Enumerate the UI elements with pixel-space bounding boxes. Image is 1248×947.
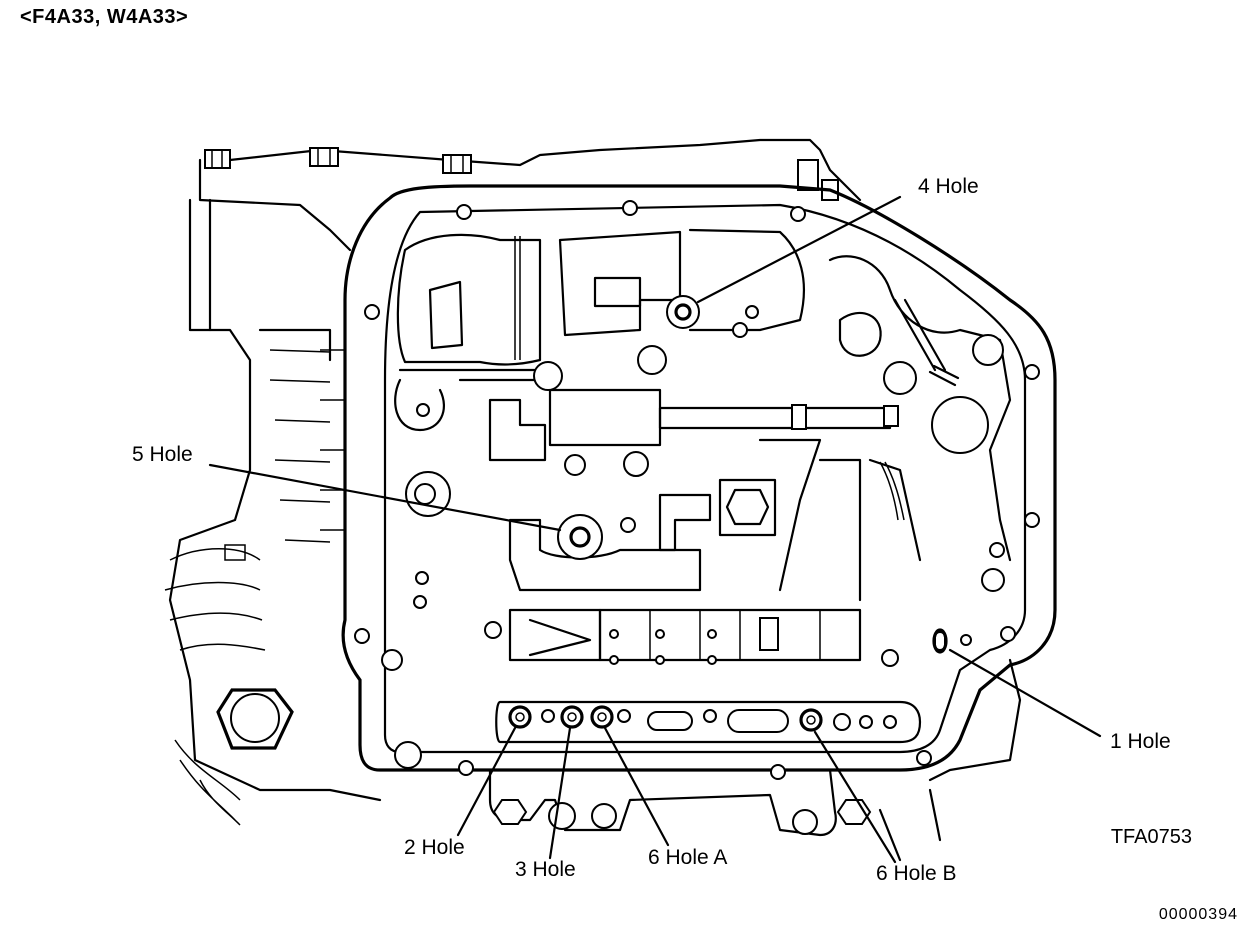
transaxle-case bbox=[164, 138, 1022, 862]
valve-body-plate bbox=[341, 184, 1057, 837]
case-bolt bbox=[442, 154, 472, 174]
hole-3-marker bbox=[560, 705, 584, 729]
hole-6b-marker bbox=[799, 708, 823, 732]
target-holes bbox=[405, 295, 948, 732]
leader-hole-4 bbox=[696, 195, 902, 304]
leader-hole-1 bbox=[948, 648, 1102, 738]
leader-hole-6a bbox=[603, 726, 670, 847]
case-large-bolt bbox=[216, 688, 294, 750]
leader-hole-2 bbox=[456, 726, 517, 837]
label-hole-1: 1 Hole bbox=[1110, 730, 1171, 753]
hole-5-plug bbox=[405, 471, 451, 517]
hole-5-marker bbox=[557, 514, 603, 560]
tab-bolt bbox=[492, 799, 528, 825]
case-bolt bbox=[309, 147, 339, 167]
case-bolt bbox=[797, 159, 839, 201]
hole-6a-marker bbox=[590, 705, 614, 729]
hole-4-marker bbox=[666, 295, 700, 329]
label-hole-6b: 6 Hole B bbox=[876, 862, 957, 885]
leader-hole-6b bbox=[813, 730, 897, 864]
label-hole-6a: 6 Hole A bbox=[648, 846, 728, 869]
leader-hole-5 bbox=[208, 463, 562, 532]
valve-body-passages bbox=[354, 200, 1040, 780]
label-hole-5: 5 Hole bbox=[132, 443, 193, 466]
case-bolt bbox=[204, 149, 231, 169]
model-header: <F4A33, W4A33> bbox=[20, 6, 189, 28]
leader-lines bbox=[208, 195, 1102, 864]
document-id: 00000394 bbox=[1158, 906, 1238, 923]
leader-hole-3 bbox=[548, 726, 572, 860]
label-hole-3: 3 Hole bbox=[515, 858, 576, 881]
hole-2-marker bbox=[508, 705, 532, 729]
tab-bolt bbox=[836, 799, 872, 825]
hole-1-marker bbox=[932, 628, 948, 654]
label-hole-4: 4 Hole bbox=[918, 175, 979, 198]
label-hole-2: 2 Hole bbox=[404, 836, 465, 859]
figure-id: TFA0753 bbox=[1110, 826, 1192, 848]
